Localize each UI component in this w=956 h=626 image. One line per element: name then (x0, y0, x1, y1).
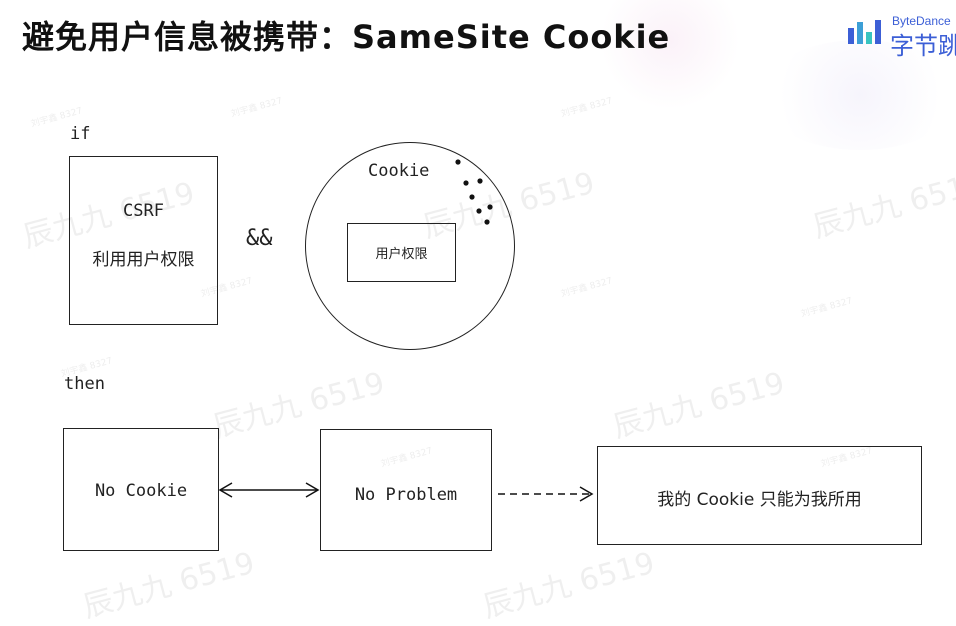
no-cookie-label: No Cookie (94, 481, 188, 501)
no-cookie-box: No Cookie (63, 428, 219, 551)
cookie-label: Cookie (368, 161, 430, 181)
cookie-crumbs (455, 159, 493, 225)
if-label: if (70, 124, 91, 144)
logo-text-en: ByteDance (892, 14, 951, 28)
dashed-arrow (498, 486, 594, 502)
then-label: then (64, 374, 105, 394)
page-title: 避免用户信息被携带：SameSite Cookie (22, 18, 671, 56)
csrf-box-title: CSRF (123, 201, 164, 221)
bytedance-logo-icon (848, 20, 881, 44)
user-permission-label: 用户权限 (375, 247, 428, 262)
result-box: 我的 Cookie 只能为我所用 (597, 446, 922, 545)
bytedance-logo: ByteDance 字节跳 (846, 14, 956, 60)
logo-text-cn: 字节跳 (890, 32, 956, 60)
no-problem-label: No Problem (354, 485, 458, 505)
no-problem-box: No Problem (320, 429, 492, 551)
result-label: 我的 Cookie 只能为我所用 (657, 490, 862, 510)
and-operator: && (246, 226, 273, 251)
bidirectional-arrow (218, 482, 320, 498)
cookie-circle (305, 142, 515, 350)
csrf-box: CSRF 利用用户权限 (69, 156, 218, 325)
diagram-connectors (218, 159, 594, 502)
user-permission-box: 用户权限 (347, 223, 456, 282)
csrf-box-subtitle: 利用用户权限 (92, 250, 195, 270)
